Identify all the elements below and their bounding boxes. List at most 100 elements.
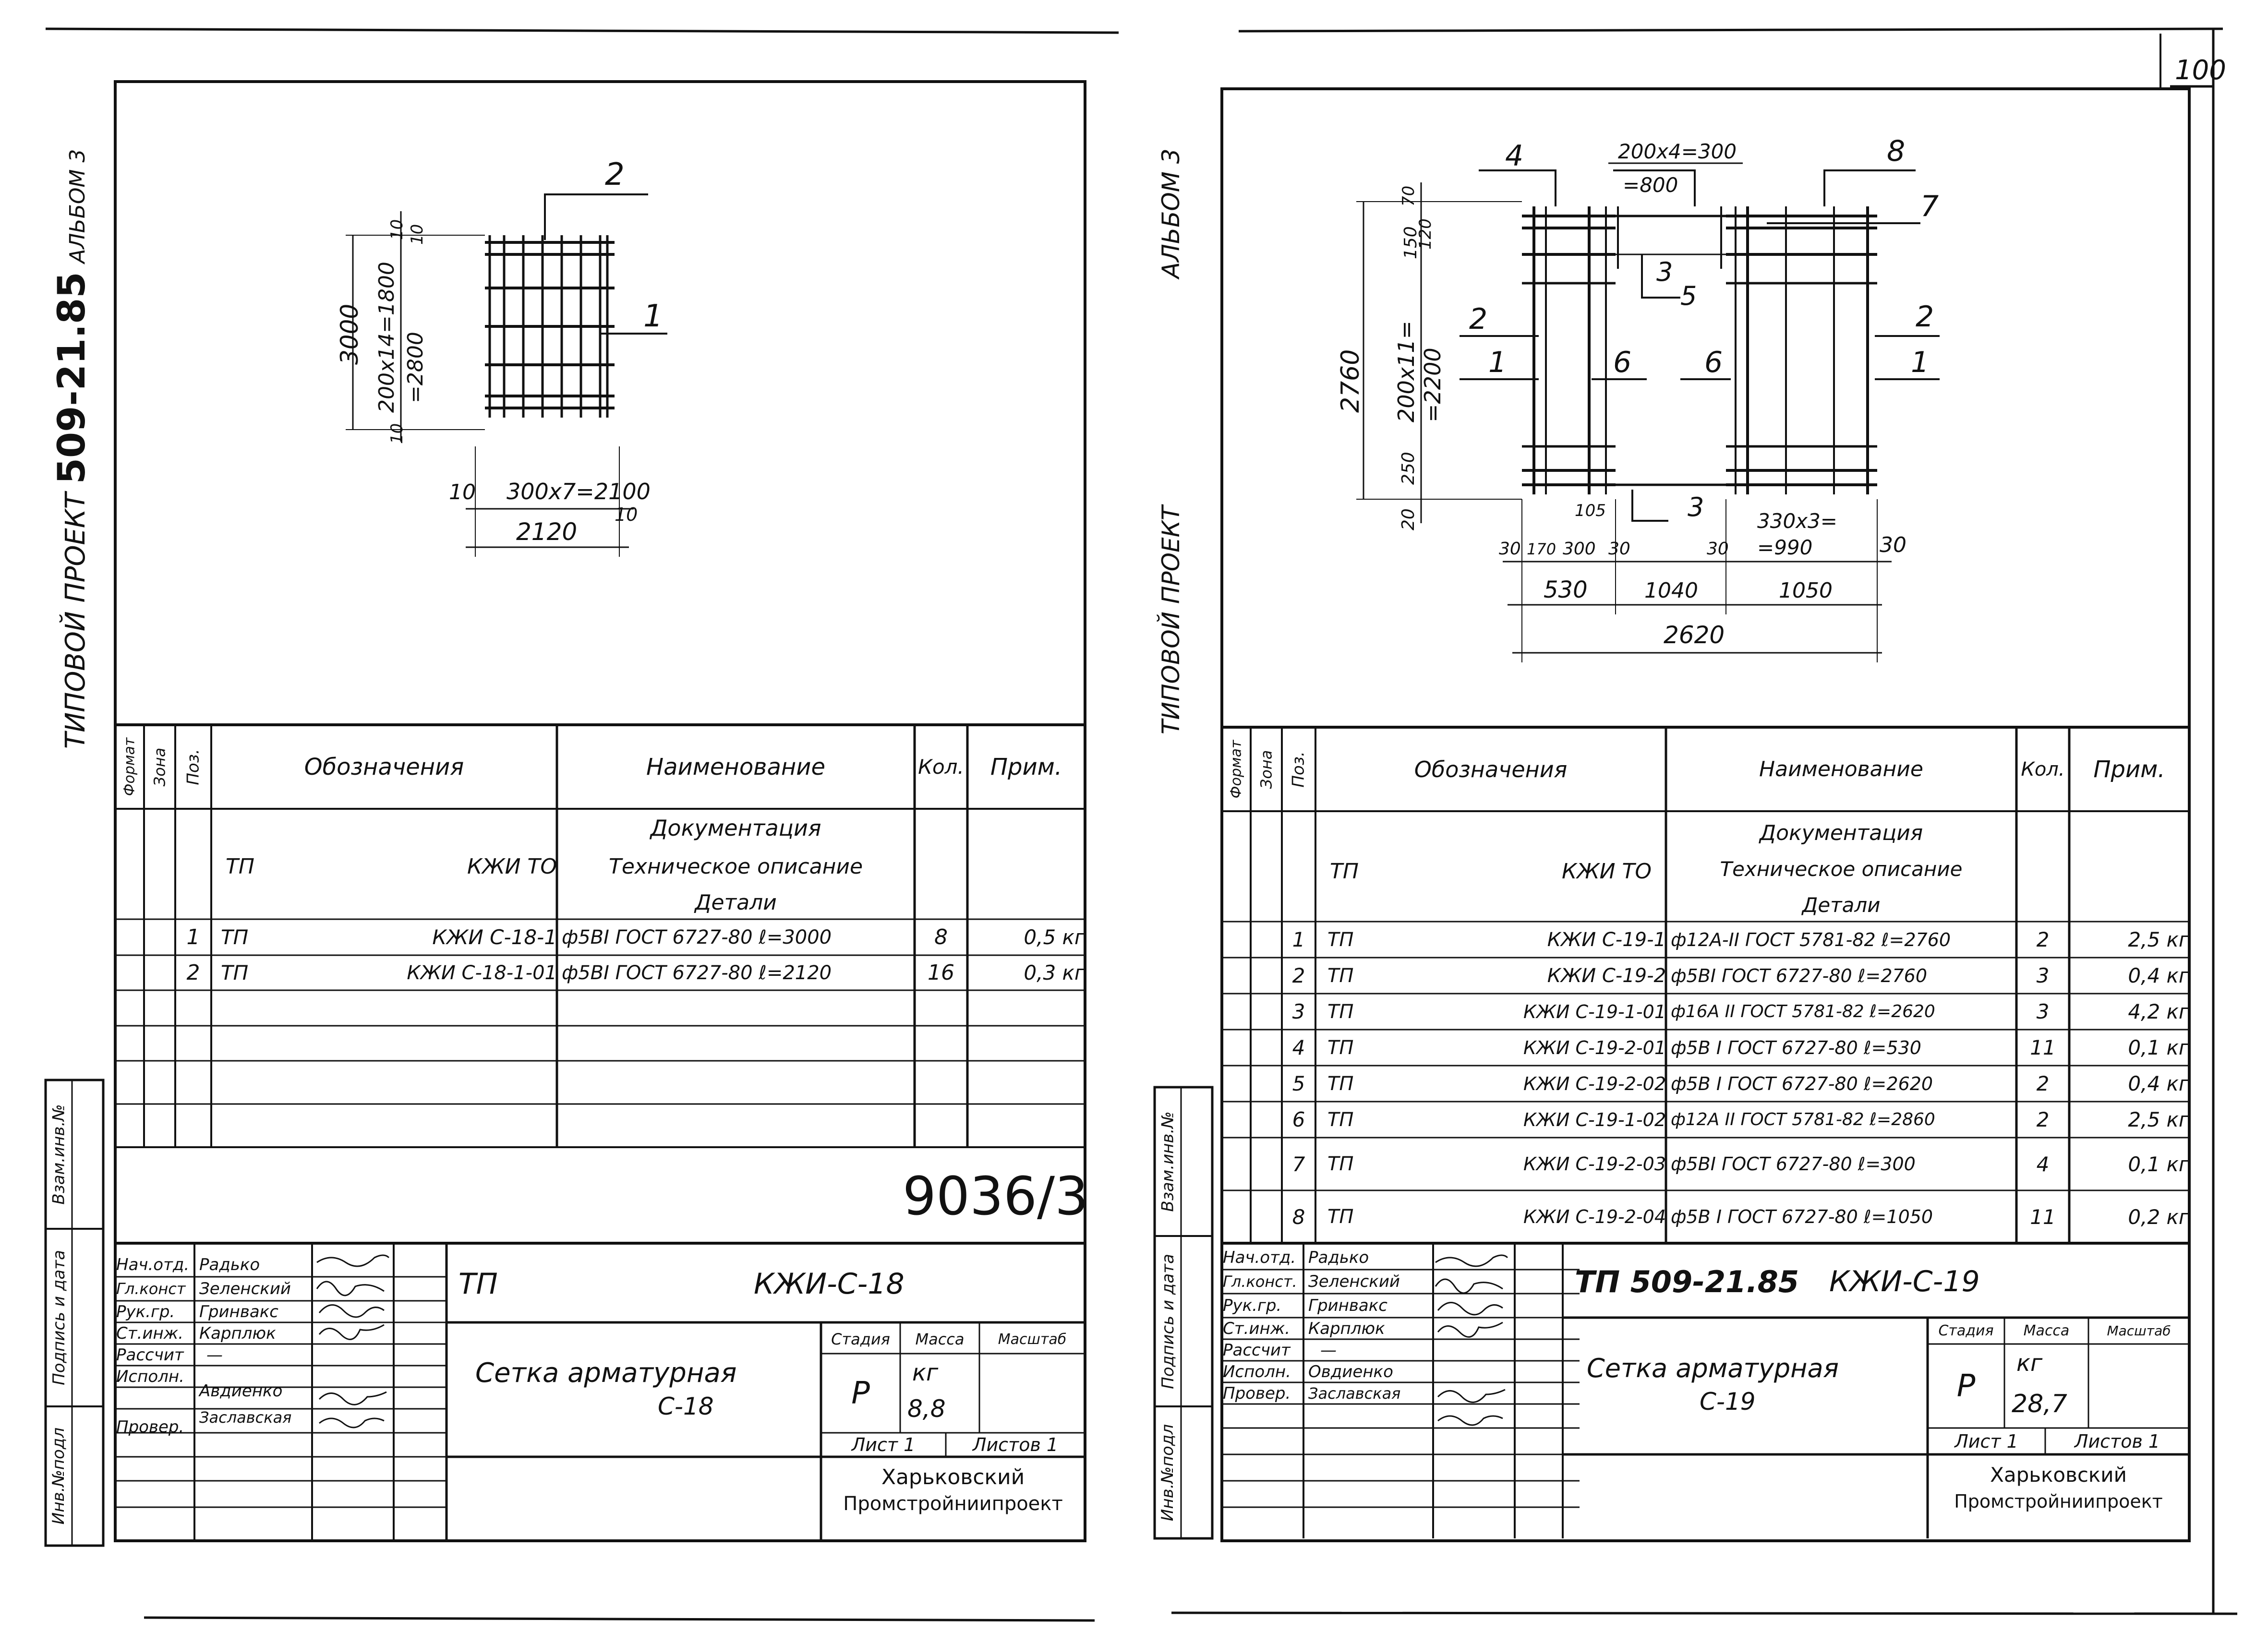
right-row-3-qty: 3 — [2036, 1000, 2050, 1023]
left-mass-unit: кг — [912, 1359, 939, 1386]
left-row-2-pos: 2 — [186, 960, 200, 985]
right-doc-name-3: Детали — [1802, 893, 1881, 917]
right-row-3-pos: 3 — [1292, 1000, 1305, 1023]
right-stamp-code-left: ТП 509-21.85 — [1575, 1264, 1799, 1299]
left-sheets-total: Листов 1 — [972, 1434, 1059, 1455]
left-mass-label: Масса — [915, 1330, 965, 1348]
right-pos-3b: 3 — [1688, 492, 1704, 522]
right-row-2-name: ф5ВI ГОСТ 6727-80 ℓ=2760 — [1671, 965, 1928, 986]
left-row-1-note: 0,5 кг — [1024, 925, 1085, 949]
right-row-3-tp: ТП — [1327, 1000, 1354, 1023]
right-pos-1a: 1 — [1488, 346, 1507, 379]
right-row-5-tp: ТП — [1327, 1072, 1354, 1095]
left-dim-spacing: 300x7=2100 — [507, 479, 651, 504]
right-row-7-tp: ТП — [1327, 1153, 1354, 1175]
right-role-1: Гл.конст. — [1223, 1272, 1297, 1291]
left-stamp-title-1: Сетка арматурная — [475, 1357, 737, 1389]
left-dim-top1: 10 — [387, 219, 407, 240]
right-row-6-name: ф12А II ГОСТ 5781-82 ℓ=2860 — [1671, 1110, 1935, 1129]
left-name-6: Заславская — [199, 1408, 292, 1427]
right-role-6: Провер. — [1223, 1383, 1291, 1403]
left-doc-tp: ТП — [226, 854, 254, 879]
left-role-1: Гл.конст — [116, 1280, 186, 1298]
left-scale-label: Масштаб — [998, 1331, 1067, 1348]
right-dim-b2: 300 — [1563, 539, 1596, 559]
right-row-4-note: 0,1 кг — [2128, 1036, 2189, 1059]
right-dim-120: 120 — [1416, 218, 1435, 250]
right-stamp-code-right: КЖИ-С-19 — [1829, 1265, 1980, 1298]
right-row-2-code: КЖИ С-19-2 — [1547, 964, 1666, 987]
right-side-album: ТИПОВОЙ ПРОЕКТ — [1157, 505, 1185, 734]
right-name-4: — — [1320, 1340, 1337, 1360]
right-dim-105: 105 — [1575, 501, 1606, 520]
left-frame: 2 1 3000 200x14=1800 =2800 10 10 10 10 3… — [44, 27, 1119, 1622]
right-dim-b1: 170 — [1527, 540, 1556, 558]
left-dim-10a: 10 — [449, 480, 476, 504]
left-stamp-code-right: КЖИ-С-18 — [754, 1267, 905, 1301]
left-pos-2: 2 — [605, 157, 625, 192]
right-row-1-code: КЖИ С-19-1 — [1547, 928, 1666, 951]
left-role-2: Рук.гр. — [116, 1302, 175, 1321]
right-pos-4: 4 — [1505, 139, 1523, 173]
right-row-3-name: ф16А II ГОСТ 5781-82 ℓ=2620 — [1671, 1002, 1935, 1021]
left-role-5: Исполн. — [116, 1367, 184, 1386]
right-dim-70: 70 — [1399, 186, 1418, 206]
left-doc-name-1: Документация — [650, 815, 821, 841]
right-th-designation: Обозначения — [1414, 756, 1568, 782]
right-dim-height: 2760 — [1336, 349, 1365, 413]
right-row-5-qty: 2 — [2036, 1072, 2050, 1095]
right-row-8-pos: 8 — [1292, 1205, 1305, 1229]
left-name-5: Авдиенко — [199, 1381, 283, 1401]
right-row-1-qty: 2 — [2036, 928, 2050, 951]
left-th-qty: Кол. — [918, 755, 964, 779]
right-org-1: Харьковский — [1990, 1463, 2127, 1487]
right-role-2: Рук.гр. — [1223, 1296, 1282, 1315]
left-org-1: Харьковский — [881, 1465, 1025, 1489]
left-pos-1: 1 — [643, 299, 663, 334]
left-stamp-title-2: С-18 — [658, 1392, 714, 1420]
right-row-1-pos: 1 — [1292, 928, 1305, 951]
left-name-3: Карплюк — [199, 1323, 276, 1343]
left-th-designation: Обозначения — [304, 753, 464, 780]
left-dim-width: 2120 — [516, 518, 577, 546]
right-dim-20: 20 — [1399, 508, 1418, 530]
left-doc-name-3: Детали — [695, 890, 777, 915]
right-sheet-no: Лист 1 — [1954, 1430, 2018, 1452]
left-stamp-code-left: ТП — [458, 1267, 498, 1301]
right-doc-tp: ТП — [1330, 859, 1359, 884]
right-row-8-name: ф5В I ГОСТ 6727-80 ℓ=1050 — [1671, 1206, 1933, 1227]
left-row-2-qty: 16 — [928, 960, 954, 985]
right-dim-b0: 30 — [1499, 539, 1521, 559]
right-pos-5: 5 — [1680, 281, 1697, 311]
left-row-2-code: КЖИ С-18-1-01 — [407, 961, 557, 984]
right-mesh — [1356, 162, 1940, 662]
left-doc-kzhi: КЖИ ТО — [467, 854, 557, 879]
right-row-2-pos: 2 — [1292, 964, 1305, 987]
left-row-2-note: 0,3 кг — [1024, 961, 1085, 984]
left-stage: Р — [851, 1375, 870, 1411]
right-dim-250: 250 — [1399, 452, 1418, 485]
left-name-4: — — [206, 1345, 223, 1365]
right-pos-8: 8 — [1887, 134, 1905, 168]
right-row-7-pos: 7 — [1292, 1152, 1305, 1176]
right-row-7-qty: 4 — [2036, 1152, 2050, 1176]
right-row-6-pos: 6 — [1292, 1108, 1305, 1131]
left-name-2: Гринвакс — [199, 1302, 278, 1321]
right-th-qty: Кол. — [2021, 758, 2065, 780]
right-th-name: Наименование — [1759, 757, 1923, 781]
right-pos-1b: 1 — [1911, 346, 1929, 379]
left-mark-sign: Подпись и дата — [49, 1250, 69, 1385]
right-dim-rows: 200x11= — [1393, 321, 1419, 422]
right-pos-6a: 6 — [1613, 346, 1631, 379]
left-th-zone: Зона — [150, 747, 169, 786]
left-dim-10b: 10 — [615, 504, 638, 525]
left-row-1-name: ф5ВI ГОСТ 6727-80 ℓ=3000 — [562, 926, 832, 948]
left-dim-rows: 200x14=1800 — [374, 262, 399, 413]
right-dim-total: 2620 — [1664, 621, 1725, 649]
left-side-album: ТИПОВОЙ ПРОЕКТ — [60, 492, 91, 749]
right-row-3-note: 4,2 кг — [2128, 1000, 2189, 1023]
left-dim-top2: 10 — [408, 224, 427, 245]
right-doc-name-1: Документация — [1759, 820, 1923, 845]
right-row-6-note: 2,5 кг — [2128, 1108, 2189, 1131]
right-row-1-note: 2,5 кг — [2128, 928, 2189, 951]
